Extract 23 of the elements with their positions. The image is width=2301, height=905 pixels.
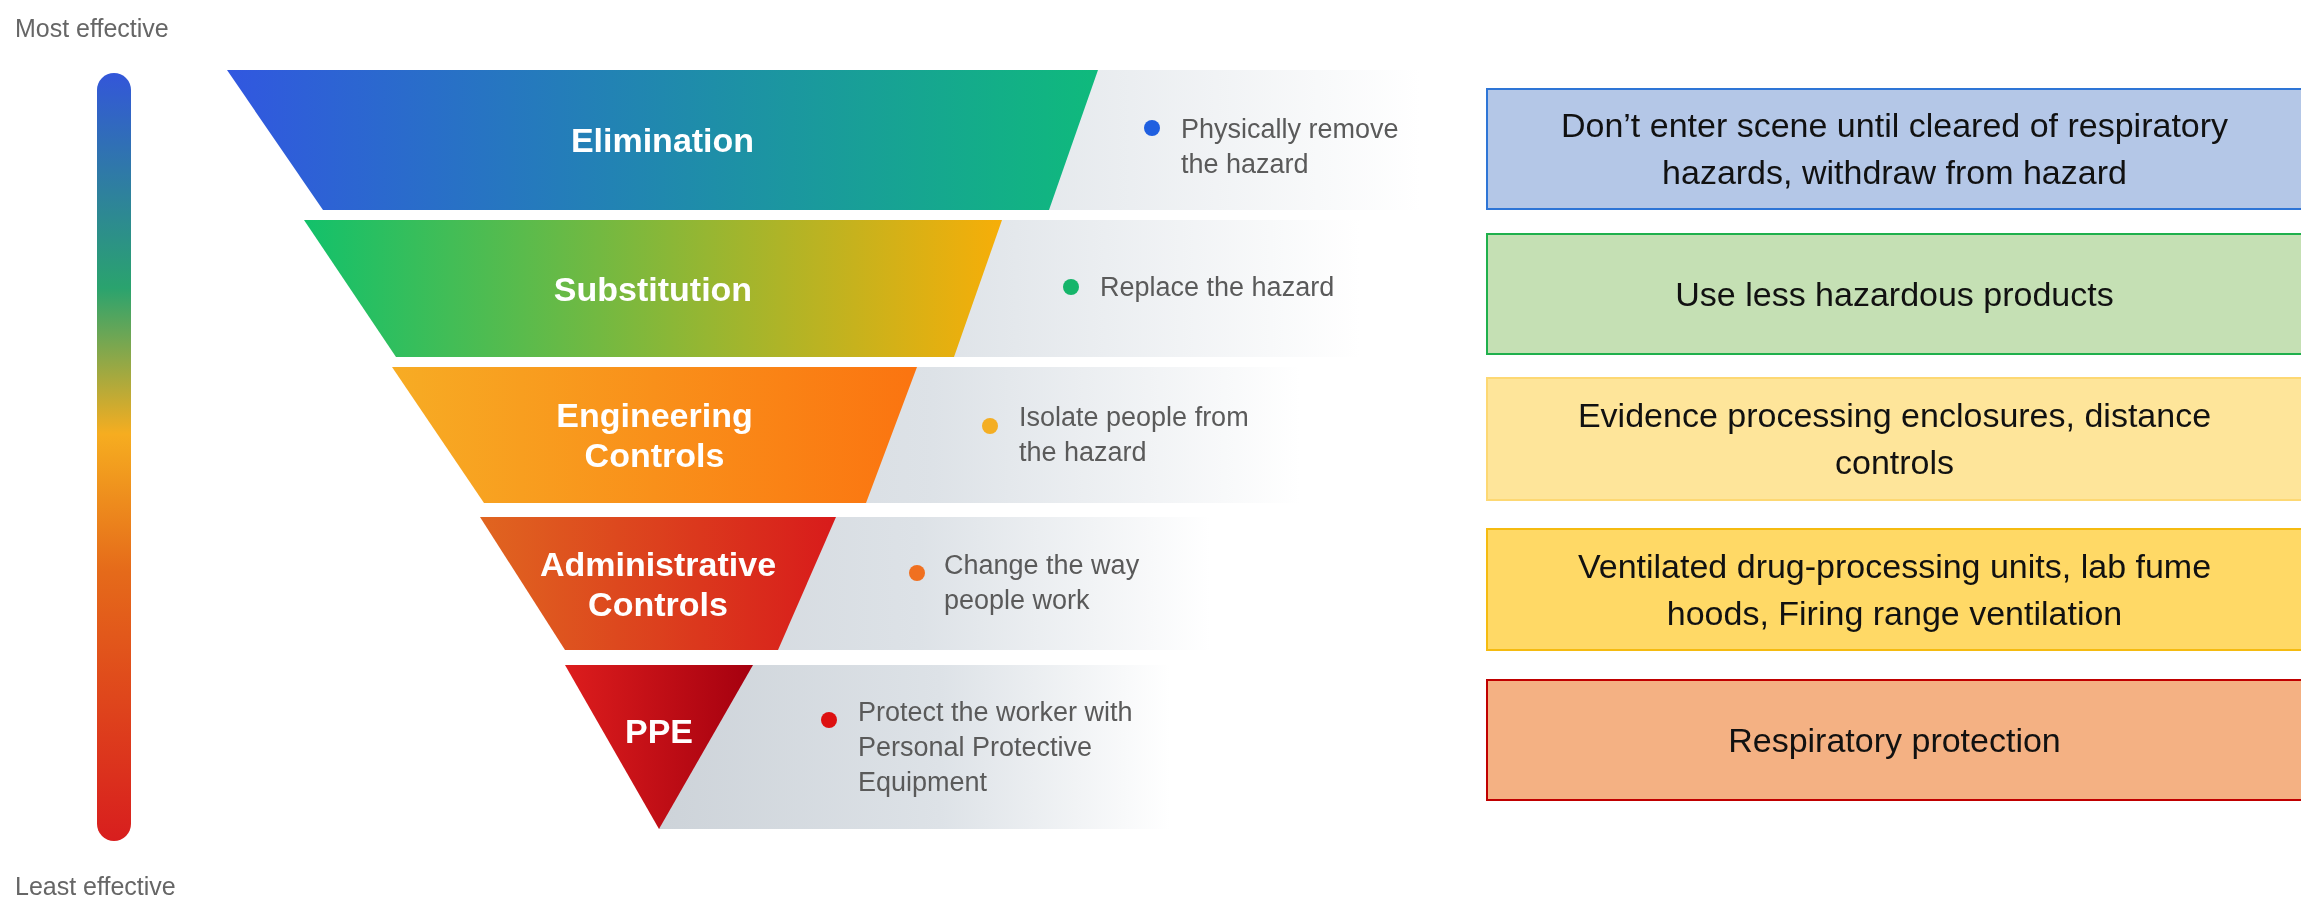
description-text: Isolate people from the hazard xyxy=(1019,401,1250,469)
example-text: Don’t enter scene until cleared of respiratory hazards, withdraw from hazard xyxy=(1559,105,2230,193)
example-text: Respiratory protection xyxy=(1728,719,2061,761)
description-text: Replace the hazard xyxy=(1100,271,1336,304)
example-box xyxy=(1486,528,2301,651)
example-box xyxy=(1486,679,2301,801)
example-box xyxy=(1486,377,2301,501)
example-box xyxy=(1486,233,2301,355)
description-text: Change the way people work xyxy=(944,549,1141,617)
example-text: Ventilated drug-processing units, lab fume hoods, Firing range ventilation xyxy=(1576,545,2213,634)
scale-label: Least effective xyxy=(15,872,176,901)
effectiveness-scale-bar xyxy=(97,73,131,841)
tier-label: PPE xyxy=(623,710,694,751)
tier-label: Substitution xyxy=(552,268,754,309)
description-text: Protect the worker with Personal Protective Equipment xyxy=(858,696,1134,799)
description-text: Physically remove the hazard xyxy=(1181,113,1400,181)
example-box xyxy=(1486,88,2301,210)
example-text: Use less hazardous products xyxy=(1675,273,2114,315)
scale-label: Most effective xyxy=(15,14,169,43)
tier-label: Elimination xyxy=(569,120,756,160)
example-text: Evidence processing enclosures, distance controls xyxy=(1576,395,2213,483)
tier-label: Administrative Controls xyxy=(538,543,778,624)
tier-label: Engineering Controls xyxy=(555,395,754,475)
